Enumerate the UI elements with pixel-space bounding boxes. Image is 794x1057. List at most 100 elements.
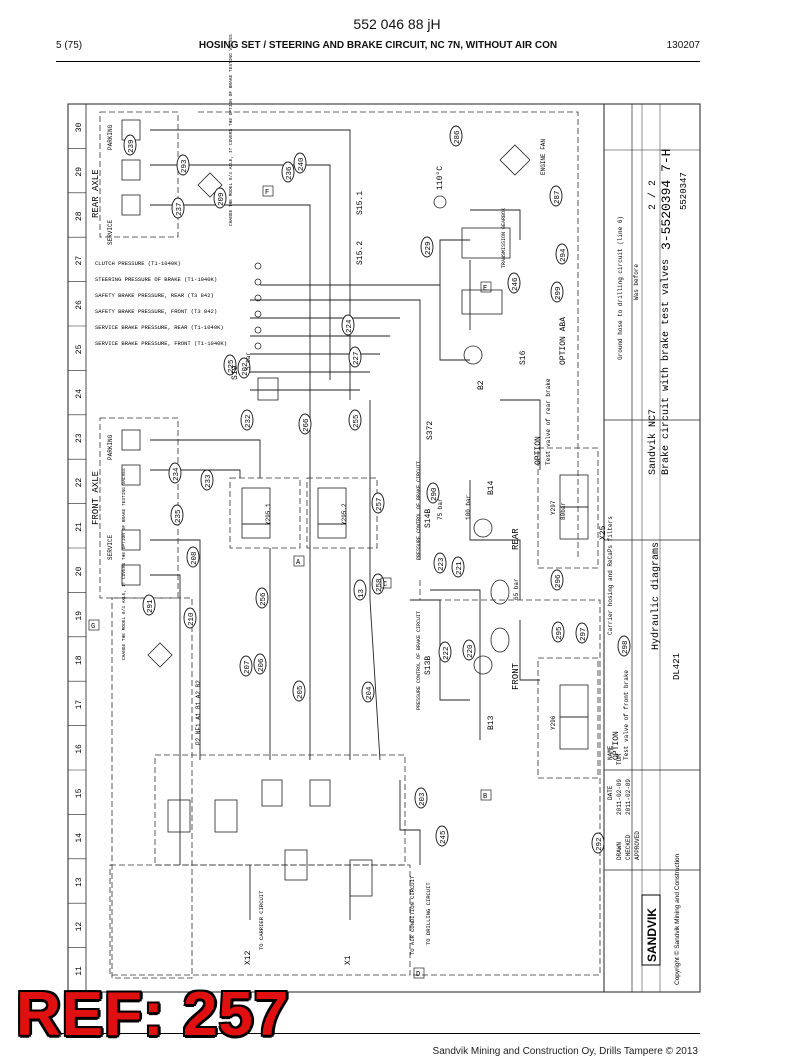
grid-column-17: 17 [75, 700, 84, 710]
callout-13-bubble [353, 579, 367, 601]
callout-202-bubble [237, 357, 251, 379]
label-rear-axle: REAR AXLE [91, 169, 101, 218]
checked-label: CHECKED [625, 834, 632, 860]
label-to-carrier: TO CARRIER CIRCUIT [258, 890, 265, 950]
label-x12: X12 [244, 950, 253, 965]
callout-245: 245 [440, 830, 448, 844]
label-s372: S372 [426, 421, 435, 440]
callout-225-bubble [223, 354, 237, 376]
label-temp: 110°C [436, 166, 445, 190]
callout-204: 204 [366, 686, 374, 700]
label-s15-2: S15.2 [356, 241, 365, 265]
ref-stamp: REF: 257 [16, 980, 290, 1049]
callout-257-bubble [371, 492, 385, 514]
label-p75bar: 75 bar [437, 498, 444, 520]
callout-287: 287 [554, 190, 562, 204]
drawn-date: 2011-02-09 [616, 779, 623, 815]
callout-298: 298 [622, 640, 630, 654]
mp-clutch: CLUTCH PRESSURE (T1-1040K) [95, 260, 181, 267]
callout-286: 286 [454, 130, 462, 144]
callout-291-bubble [142, 594, 156, 616]
header-divider [56, 61, 700, 62]
box-markers: G F A B C D E [88, 185, 492, 979]
callout-223-bubble [433, 552, 447, 574]
callout-207-bubble [239, 655, 253, 677]
callout-206-bubble [253, 653, 267, 675]
grid-column-26: 26 [75, 300, 84, 310]
callout-205-bubble [292, 680, 306, 702]
callout-233: 233 [205, 474, 213, 488]
box-f: F [265, 189, 269, 197]
callout-227: 227 [353, 351, 361, 365]
callout-296: 296 [555, 574, 563, 588]
callout-209-bubble [213, 187, 227, 209]
label-front: FRONT [511, 662, 521, 690]
label-s19: S19 [231, 365, 240, 380]
callout-221-bubble [451, 556, 465, 578]
label-change-rear: CHANGE THE MODEL 8/4 AXLE, IT COVERS THE… [228, 34, 234, 226]
box-e: E [483, 285, 487, 293]
mp-service-rear: SERVICE BRAKE PRESSURE, REAR (T1-1040K) [95, 324, 224, 331]
callout-257: 257 [376, 497, 384, 511]
callout-229: 229 [425, 241, 433, 255]
label-pressure-front: PRESSURE CONTROL OF BRAKE CIRCUIT [416, 611, 422, 710]
model-code: DL421 [672, 653, 682, 680]
mp-safety-front: SAFETY BRAKE PRESSURE, FRONT (T3 842) [95, 308, 217, 315]
product-name: Sandvik NC7 [647, 409, 659, 475]
valves [147, 144, 589, 897]
label-option-aba: OPTION ABA [559, 317, 568, 365]
doc-type: Hydraulic diagrams [650, 542, 662, 650]
name-label: NAME [607, 745, 614, 760]
label-y295-2: Y295.2 [341, 503, 348, 525]
label-to-drilling: TO DRILLING CIRCUIT [425, 882, 432, 945]
grid-column-13: 13 [75, 877, 84, 887]
callout-295-bubble [551, 621, 565, 643]
callout-290: 290 [431, 487, 439, 501]
callout-220: 220 [467, 644, 475, 658]
doc-number: 552 046 88 jH [353, 16, 441, 32]
grid-column-14: 14 [75, 833, 84, 843]
revision-note: Ground hose to drilling circuit (line 6) [617, 216, 624, 360]
grid-column-19: 19 [75, 611, 84, 621]
callout-294: 294 [560, 248, 568, 262]
callout-208: 208 [191, 551, 199, 565]
grid-column-21: 21 [75, 522, 84, 532]
callout-232: 232 [245, 414, 253, 428]
label-p5bar: 5 bar [245, 352, 252, 370]
callout-236: 236 [286, 166, 294, 180]
callout-296-bubble [550, 569, 564, 591]
label-rear: REAR [511, 528, 521, 550]
callout-225: 225 [228, 359, 236, 373]
callout-207: 207 [244, 660, 252, 674]
callout-234-bubble [168, 462, 182, 484]
label-s13b: S13B [424, 656, 433, 675]
box-c: C [383, 581, 387, 589]
callout-205: 205 [297, 685, 305, 699]
label-service-front: SERVICE [107, 534, 114, 560]
grid-column-22: 22 [75, 478, 84, 488]
callout-256: 256 [260, 592, 268, 606]
callout-208-bubble [186, 546, 200, 568]
callout-240-bubble [293, 152, 307, 174]
grid-column-20: 20 [75, 566, 84, 576]
callout-222-bubble [438, 641, 452, 663]
callout-224-bubble [341, 314, 355, 336]
callout-293: 293 [181, 159, 189, 173]
callout-291: 291 [147, 599, 155, 613]
callout-258: 258 [376, 578, 384, 592]
callout-299: 299 [555, 286, 563, 300]
label-b14: B14 [487, 480, 496, 495]
callout-236-bubble [281, 161, 295, 183]
label-p65bar: 65 bar [513, 578, 520, 600]
label-x25: X25 [599, 525, 608, 540]
callout-240: 240 [298, 157, 306, 171]
callout-bubbles: 2392932092372362402862872292942462992242… [123, 125, 631, 854]
callout-255: 255 [353, 414, 361, 428]
callout-202: 202 [242, 362, 250, 376]
label-test-valve-front: Test valve of front brake [623, 670, 630, 760]
label-p80bar: 80bar [560, 502, 567, 520]
label-to-air-cond: TO AIR CONDITION CIRCUIT [409, 875, 416, 955]
label-test-valve-rear: Test valve of rear brake [545, 378, 552, 465]
